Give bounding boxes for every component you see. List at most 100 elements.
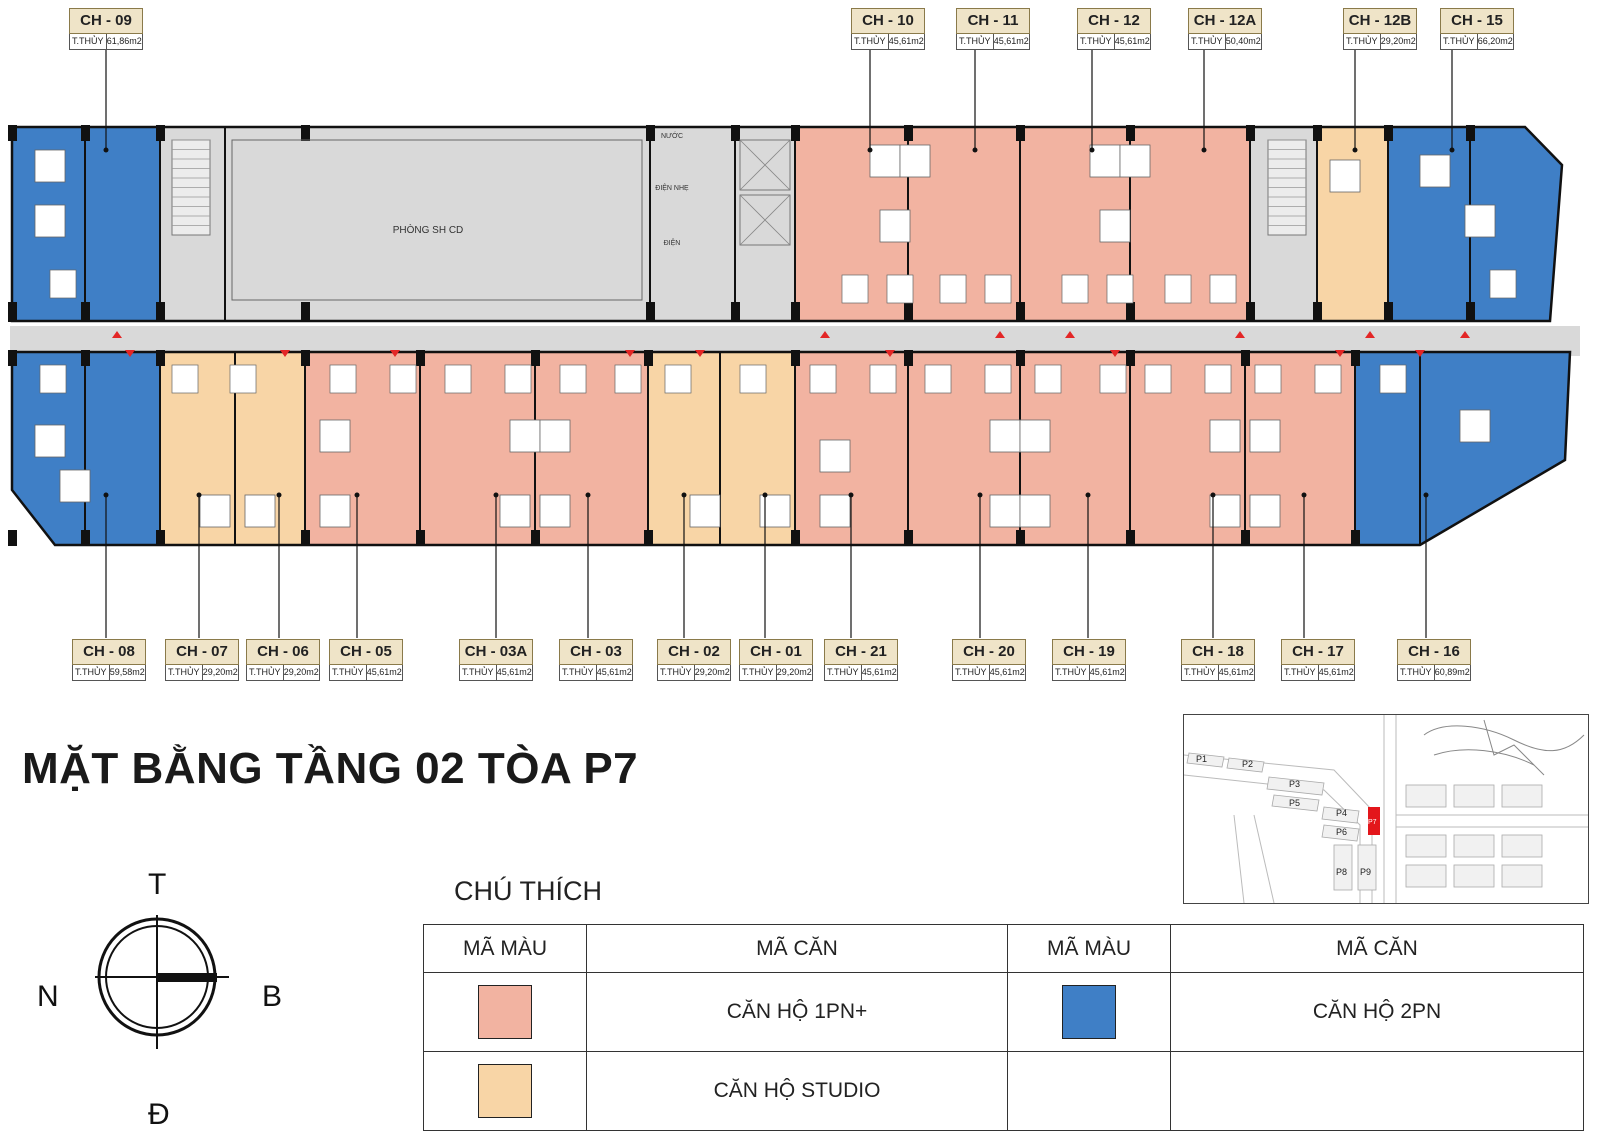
column xyxy=(81,302,90,322)
bathroom-icon xyxy=(614,364,642,394)
column xyxy=(644,530,653,546)
leader-dot xyxy=(1210,492,1216,498)
legend-header-color: MÃ MÀU xyxy=(1007,924,1171,973)
unit-zone-bottom xyxy=(85,352,160,545)
bed-icon xyxy=(879,209,911,243)
unit-code: CH - 11 xyxy=(956,8,1030,34)
map-label-p6: P6 xyxy=(1336,827,1347,837)
entrance-marker xyxy=(820,331,830,338)
page-title: MẶT BẰNG TẦNG 02 TÒA P7 xyxy=(22,744,639,793)
bathroom-icon xyxy=(809,364,837,394)
entrance-marker xyxy=(1460,331,1470,338)
column xyxy=(301,302,310,322)
column xyxy=(1126,302,1135,322)
unit-code: CH - 16 xyxy=(1397,639,1471,665)
bathroom-icon xyxy=(739,364,767,394)
unit-code: CH - 02 xyxy=(657,639,731,665)
walls xyxy=(8,125,1572,547)
column xyxy=(156,302,165,322)
bathroom-icon xyxy=(504,364,532,394)
leader-dot xyxy=(1449,147,1455,153)
bed-icon xyxy=(1099,209,1131,243)
bathroom-icon xyxy=(329,364,357,394)
entrance-marker xyxy=(1335,350,1345,357)
utility-label-lowvolt: ĐIỆN NHẸ xyxy=(655,183,689,192)
leader-dot xyxy=(1352,147,1358,153)
column xyxy=(416,530,425,546)
unit-code: CH - 07 xyxy=(165,639,239,665)
column xyxy=(1466,302,1475,322)
elevator-cross xyxy=(739,194,791,246)
column xyxy=(1016,350,1025,366)
floor-plan: PHÒNG SH CD NƯỚC ĐIỆN NHẸ ĐIỆN xyxy=(8,49,1580,638)
leader-dot xyxy=(972,147,978,153)
p7-highlight xyxy=(1368,807,1380,835)
column xyxy=(8,125,17,141)
entrance-marker xyxy=(1110,350,1120,357)
compass-south: Đ xyxy=(148,1098,170,1131)
bed-icon xyxy=(319,494,351,528)
column xyxy=(1016,125,1025,141)
legend-header-color: MÃ MÀU xyxy=(423,924,587,973)
bathroom-icon xyxy=(49,269,77,299)
bathroom-icon xyxy=(389,364,417,394)
column xyxy=(791,530,800,546)
map-label-p5: P5 xyxy=(1289,798,1300,808)
bathroom-icon xyxy=(1489,269,1517,299)
column xyxy=(1241,350,1250,366)
map-label-p9: P9 xyxy=(1360,867,1371,877)
column xyxy=(904,350,913,366)
map-label-p3: P3 xyxy=(1289,779,1300,789)
unit-code: CH - 12 xyxy=(1077,8,1151,34)
column xyxy=(1384,125,1393,141)
door-markers xyxy=(112,331,1470,357)
unit-code: CH - 09 xyxy=(69,8,143,34)
column xyxy=(791,125,800,141)
column xyxy=(791,350,800,366)
leader-dot xyxy=(1085,492,1091,498)
leader-dot xyxy=(848,492,854,498)
bathroom-icon xyxy=(444,364,472,394)
bed-icon xyxy=(1019,494,1051,528)
bed-icon xyxy=(689,494,721,528)
elevator-shaft xyxy=(739,139,791,191)
bed-icon xyxy=(1209,419,1241,453)
map-label-p8: P8 xyxy=(1336,867,1347,877)
column xyxy=(1384,302,1393,322)
elevator-cross xyxy=(739,139,791,191)
column xyxy=(791,302,800,322)
bed-icon xyxy=(509,419,541,453)
unit-code: CH - 21 xyxy=(824,639,898,665)
legend-empty-cell xyxy=(1170,1051,1584,1131)
leader-dot xyxy=(196,492,202,498)
bathroom-icon xyxy=(1061,274,1089,304)
